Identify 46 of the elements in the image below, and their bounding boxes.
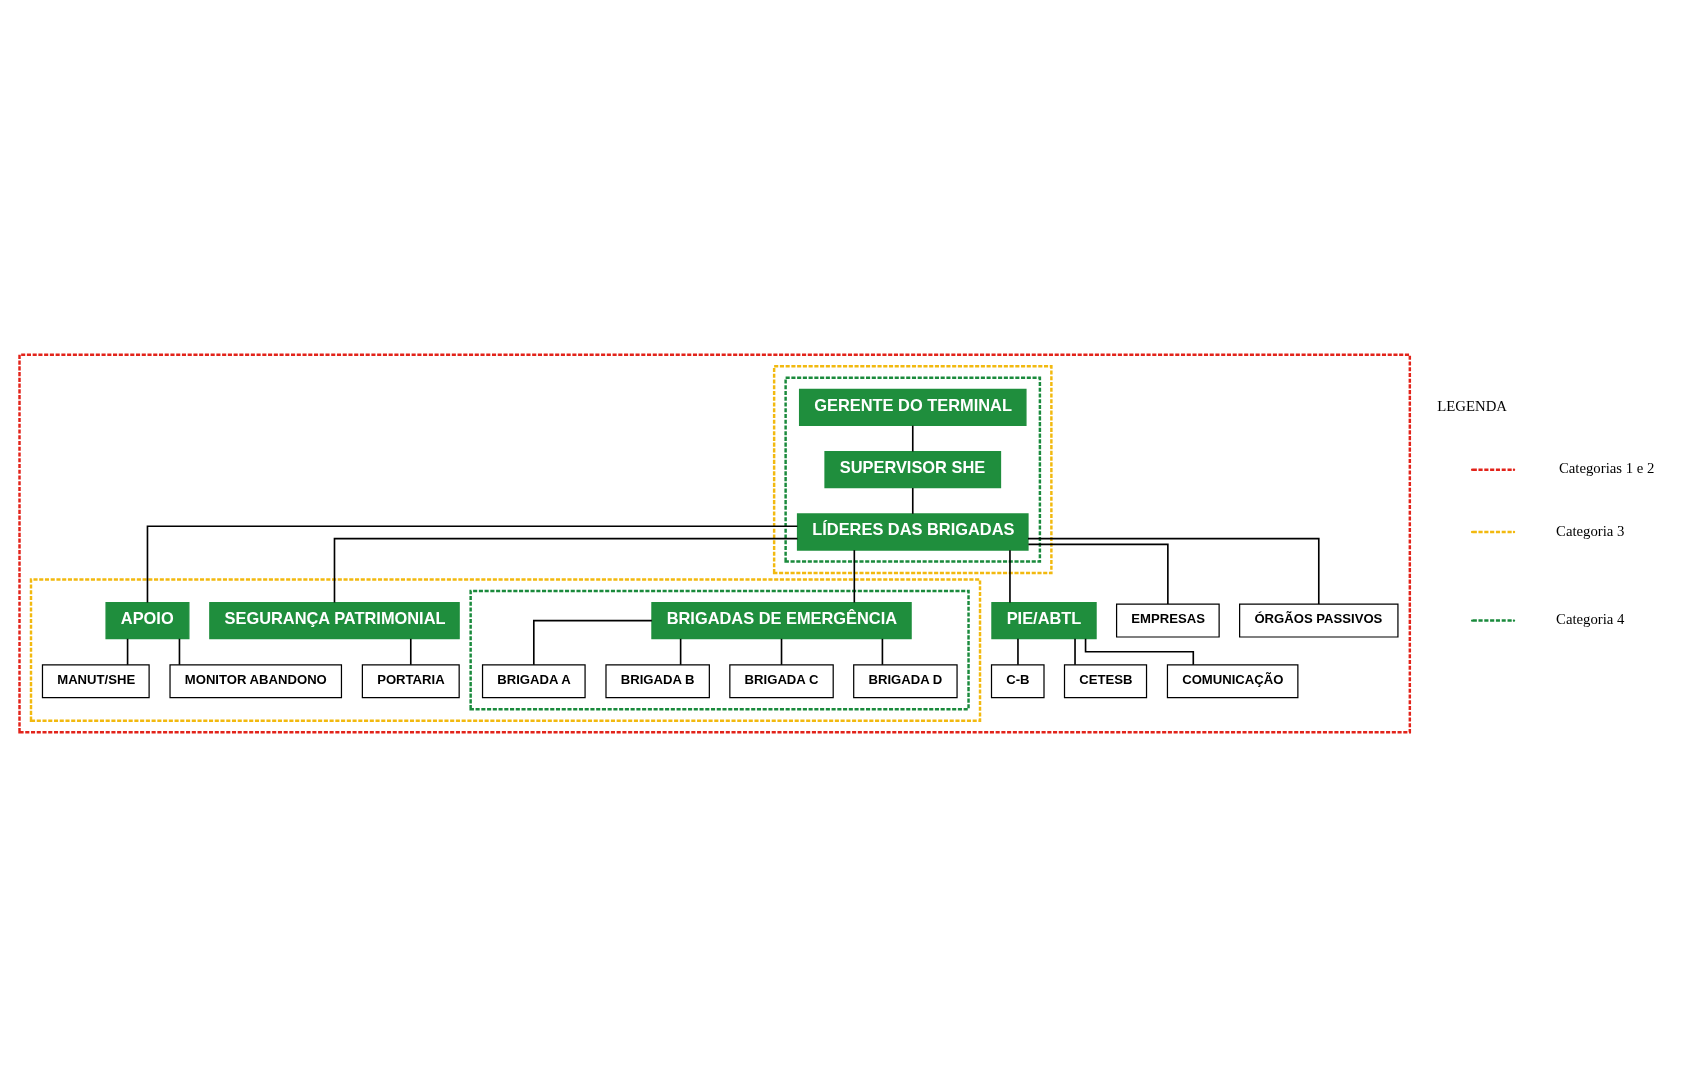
node-box: BRIGADA D	[853, 664, 958, 699]
cluster	[18, 353, 1412, 734]
node-box: CETESB	[1063, 664, 1148, 699]
node-box: COMUNICAÇÃO	[1166, 664, 1299, 699]
connector	[1009, 549, 1011, 604]
node-box: BRIGADAS DE EMERGÊNCIA	[651, 601, 912, 640]
node-box: SEGURANÇA PATRIMONIAL	[209, 601, 460, 640]
node-box: PORTARIA	[361, 664, 460, 699]
node-box: BRIGADA B	[605, 664, 710, 699]
node-box: LÍDERES DAS BRIGADAS	[796, 513, 1029, 551]
cluster	[772, 365, 1053, 575]
connector	[1074, 638, 1076, 666]
connector	[1017, 638, 1019, 666]
node-box: MONITOR ABANDONO	[169, 664, 343, 699]
connector	[679, 638, 682, 666]
node-box: ÓRGÃOS PASSIVOS	[1239, 603, 1399, 638]
cluster	[469, 589, 970, 711]
label: LEGENDA	[1437, 397, 1507, 414]
node-box: PIE/ABTL	[991, 601, 1097, 640]
connector	[409, 638, 412, 666]
connector	[1084, 637, 1195, 666]
legend-label: Categoria 3	[1556, 522, 1625, 539]
connector	[911, 487, 914, 515]
connector	[853, 549, 856, 604]
node-box: GERENTE DO TERMINAL	[798, 388, 1027, 426]
connector	[780, 638, 783, 666]
node-box: MANUT/SHE	[41, 664, 150, 699]
connector	[1027, 543, 1169, 605]
connector	[1027, 537, 1320, 605]
connector	[126, 638, 129, 666]
legend-label: Categoria 4	[1556, 611, 1625, 628]
cluster	[784, 376, 1042, 563]
node-box: SUPERVISOR SHE	[824, 451, 1002, 489]
cluster	[29, 578, 982, 722]
connector	[911, 424, 914, 453]
connector	[146, 525, 799, 604]
node-box: EMPRESAS	[1115, 603, 1220, 638]
connector	[533, 619, 653, 666]
connector	[178, 638, 181, 666]
node-box: BRIGADA C	[729, 664, 834, 699]
node-box: BRIGADA A	[481, 664, 586, 699]
connector	[333, 537, 799, 604]
connector	[881, 638, 884, 666]
node-box: C-B	[990, 664, 1045, 699]
legend-label: Categorias 1 e 2	[1558, 460, 1655, 477]
node-box: APOIO	[105, 601, 190, 640]
